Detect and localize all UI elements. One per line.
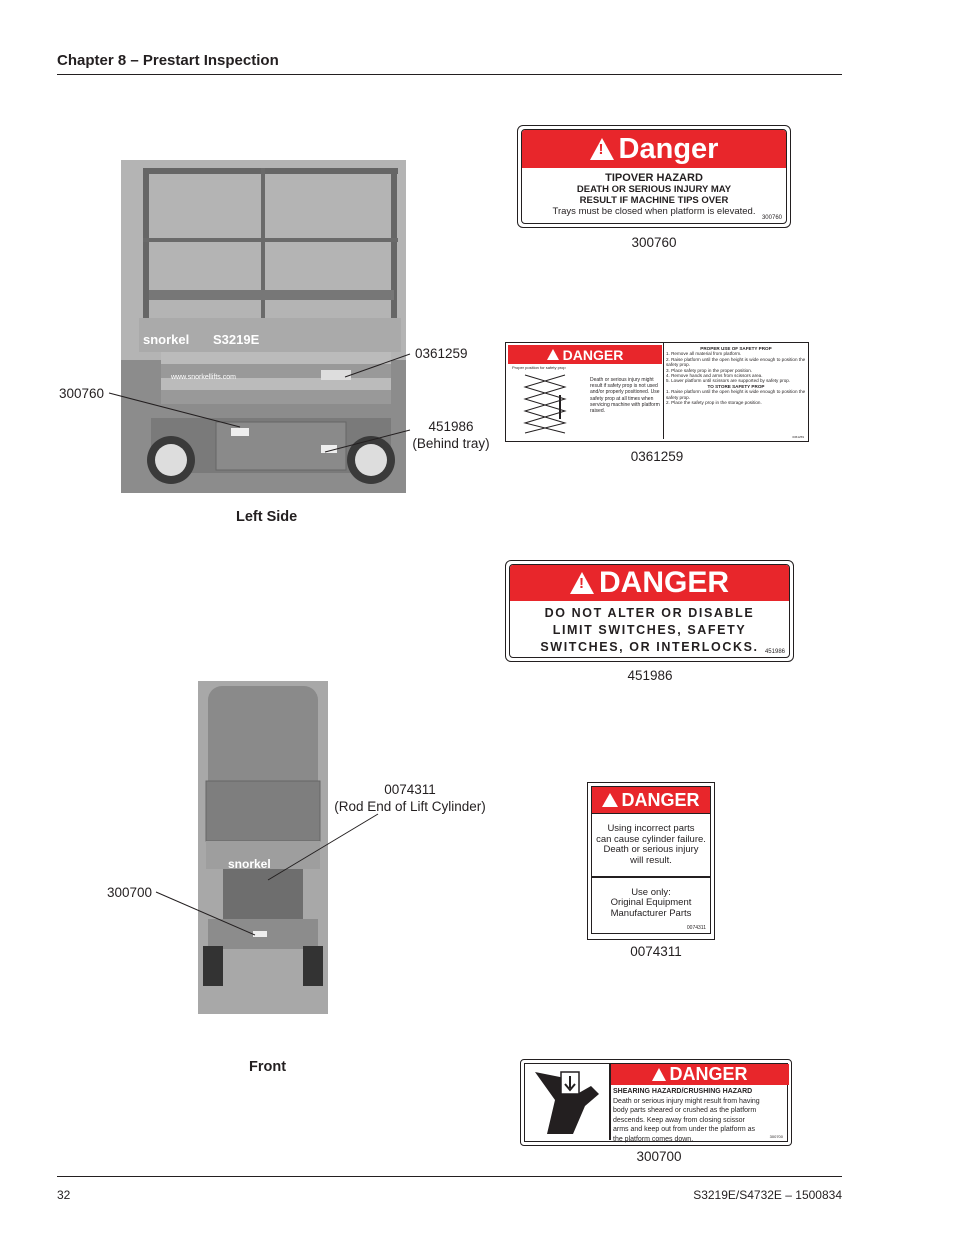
decal-300700-id: 300700	[769, 1134, 783, 1139]
decal-0074311-text2-l2: Original Equipment	[610, 897, 692, 908]
decal-0361259-step-4: 4. Remove hands and arms from scissors a…	[666, 373, 763, 379]
decal-300700-l5: the platform comes down.	[613, 1135, 694, 1143]
decal-0361259-instructions: PROPER USE OF SAFETY PROP 1. Remove all …	[666, 346, 806, 405]
front-caption: Front	[249, 1059, 287, 1075]
front-brand-logo: snorkel	[228, 857, 271, 871]
decal-300700-divider	[609, 1064, 611, 1140]
decal-0361259-label: 0361259	[630, 449, 684, 464]
decal-0074311-text1-l1: Using incorrect parts	[607, 823, 695, 834]
warning-triangle-icon	[546, 349, 559, 360]
brand-logo: snorkel	[143, 332, 190, 347]
decal-0361259-step-3: 3. Place safety prop in the proper posit…	[666, 367, 753, 373]
decal-0361259-diagram-label: Proper position for safety prop	[512, 365, 566, 370]
decal-300760-line1: DEATH OR SERIOUS INJURY MAY	[576, 184, 732, 195]
decal-300700-danger-band: DANGER	[611, 1064, 789, 1085]
decal-451986-line1: DO NOT ALTER OR DISABLE	[544, 606, 755, 620]
decal-300700-hazard: SHEARING HAZARD/CRUSHING HAZARD	[613, 1088, 753, 1095]
decal-0361259-store-step-1: 1. Raise platform until the open height …	[666, 389, 806, 400]
decal-451986-danger-band: ! DANGER	[510, 565, 789, 601]
decal-0074311: DANGER Using incorrect parts can cause c…	[587, 782, 715, 940]
decal-300760-hazard: TIPOVER HAZARD	[605, 172, 703, 184]
decal-300700-l2: body parts sheared or crushed as the pla…	[613, 1107, 757, 1114]
decal-0074311-divider	[592, 876, 710, 878]
callout-300760: 300760	[59, 386, 105, 401]
decal-451986-id: 451986	[764, 649, 785, 655]
decal-451986-label: 451986	[627, 668, 673, 683]
decal-300760: ! Danger TIPOVER HAZARD DEATH OR SERIOUS…	[517, 125, 791, 228]
warning-triangle-icon: !	[569, 572, 594, 594]
website-label: www.snorkellifts.com	[171, 374, 236, 381]
model-label: S3219E	[213, 332, 260, 347]
decal-0361259-danger-band: DANGER	[508, 345, 662, 364]
left-side-caption: Left Side	[236, 509, 298, 525]
warning-triangle-icon	[652, 1068, 667, 1081]
decal-300700-l3: descends. Keep away from closing scissor	[613, 1116, 745, 1124]
decal-0074311-id: 0074311	[686, 925, 706, 931]
callout-0074311-note: (Rod End of Lift Cylinder)	[334, 799, 486, 814]
decal-300760-line3: Trays must be closed when platform is el…	[552, 206, 756, 217]
footer-rule	[57, 1176, 842, 1177]
decal-0361259-divider	[663, 343, 664, 439]
callout-451986-note: (Behind tray)	[412, 436, 490, 451]
decal-0361259-id: 0361259	[792, 435, 804, 439]
decal-300760-signal: Danger	[618, 132, 719, 165]
decal-300760-id: 300760	[761, 215, 782, 221]
decal-0074311-text2-l3: Manufacturer Parts	[610, 907, 692, 919]
front-photo-drawing	[198, 681, 328, 1014]
decal-300700-l4: arms and keep out from under the platfor…	[613, 1126, 756, 1133]
scissor-prop-diagram-icon	[523, 374, 567, 434]
warning-triangle-icon	[602, 793, 619, 807]
decal-0074311-text1-l3: Death or serious injury	[603, 844, 699, 855]
front-photo: snorkel	[198, 681, 328, 1014]
decal-0361259-step-5: 5. Lower platform until scissors are sup…	[666, 378, 791, 384]
decal-0361259-step-2: 2. Raise platform until the open height …	[666, 356, 806, 368]
decal-0074311-text1-l4: will result.	[630, 854, 672, 866]
decal-300700-signal: DANGER	[669, 1064, 748, 1084]
warning-triangle-icon: !	[589, 138, 614, 160]
decal-0361259-warning: Death or serious injury might result if …	[590, 377, 660, 415]
decal-0074311-danger-band: DANGER	[592, 787, 710, 814]
decal-300760-line2: RESULT IF MACHINE TIPS OVER	[579, 195, 729, 206]
callout-451986-number: 451986	[428, 419, 474, 434]
callout-451986: 451986 (Behind tray)	[408, 418, 494, 452]
decal-451986-line2: LIMIT SWITCHES, SAFETY	[552, 623, 747, 637]
decal-300700-label: 300700	[636, 1149, 682, 1164]
decal-0361259-signal: DANGER	[562, 346, 624, 363]
callout-0074311: 0074311 (Rod End of Lift Cylinder)	[330, 781, 490, 815]
crush-hazard-hand-icon	[535, 1071, 599, 1134]
decal-0074311-label: 0074311	[630, 944, 682, 959]
decal-300700-l1: Death or serious injury might result fro…	[613, 1097, 760, 1105]
decal-0361259-store-title: TO STORE SAFETY PROP	[707, 383, 765, 389]
decal-0361259: DANGER Proper position for safety prop D…	[505, 342, 809, 442]
decal-0074311-signal: DANGER	[621, 789, 700, 810]
decal-451986-line3: SWITCHES, OR INTERLOCKS.	[540, 640, 759, 654]
header-rule	[57, 74, 842, 75]
decal-451986-signal: DANGER	[598, 566, 729, 599]
decal-0361259-store-step-2: 2. Place the safety prop in the storage …	[666, 400, 762, 406]
decal-0361259-step-1: 1. Remove all material from platform.	[666, 351, 742, 357]
left-side-photo-drawing	[121, 160, 406, 493]
callout-300700: 300700	[107, 885, 153, 900]
page-title: Chapter 8 – Prestart Inspection	[57, 52, 279, 69]
left-side-photo: snorkel S3219E www.snorkellifts.com	[121, 160, 406, 493]
decal-0074311-text1-l2: can cause cylinder failure.	[596, 833, 706, 845]
decal-300760-label: 300760	[631, 235, 677, 250]
decal-0361259-proper-use-title: PROPER USE OF SAFETY PROP	[700, 346, 772, 351]
callout-0074311-number: 0074311	[384, 782, 436, 797]
decal-451986: ! DANGER DO NOT ALTER OR DISABLE LIMIT S…	[505, 560, 794, 662]
decal-300700: DANGER SHEARING HAZARD/CRUSHING HAZARD D…	[520, 1059, 792, 1146]
callout-0361259: 0361259	[415, 346, 468, 361]
page-number: 32	[57, 1188, 71, 1202]
decal-300760-danger-band: ! Danger	[522, 130, 786, 168]
decal-0074311-text2-l1: Use only:	[631, 886, 671, 898]
document-id: S3219E/S4732E – 1500834	[693, 1188, 842, 1202]
